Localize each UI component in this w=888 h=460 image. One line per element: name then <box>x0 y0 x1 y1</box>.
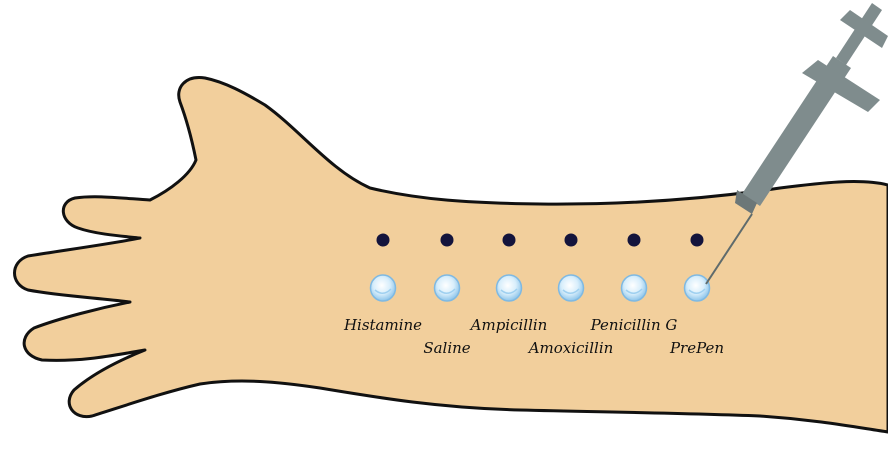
wheal-bleb <box>435 275 460 301</box>
wheal-bleb <box>622 275 647 301</box>
wheal-bleb <box>559 275 584 301</box>
wheal-bleb <box>497 275 522 301</box>
test-site-dot <box>628 234 641 247</box>
test-label: Penicillin G <box>590 316 678 334</box>
test-site-dot <box>441 234 454 247</box>
test-site-dot <box>565 234 578 247</box>
test-site-dot <box>503 234 516 247</box>
test-label: Ampicillin <box>469 316 548 334</box>
test-label: PrePen <box>669 339 724 357</box>
wheal-bleb <box>685 275 710 301</box>
arm-illustration <box>15 78 888 432</box>
test-label: Histamine <box>343 316 422 334</box>
wheal-bleb <box>371 275 396 301</box>
test-site-dot <box>691 234 704 247</box>
test-site-dot <box>377 234 390 247</box>
test-label: Saline <box>423 339 470 357</box>
test-label: Amoxicillin <box>527 339 614 357</box>
